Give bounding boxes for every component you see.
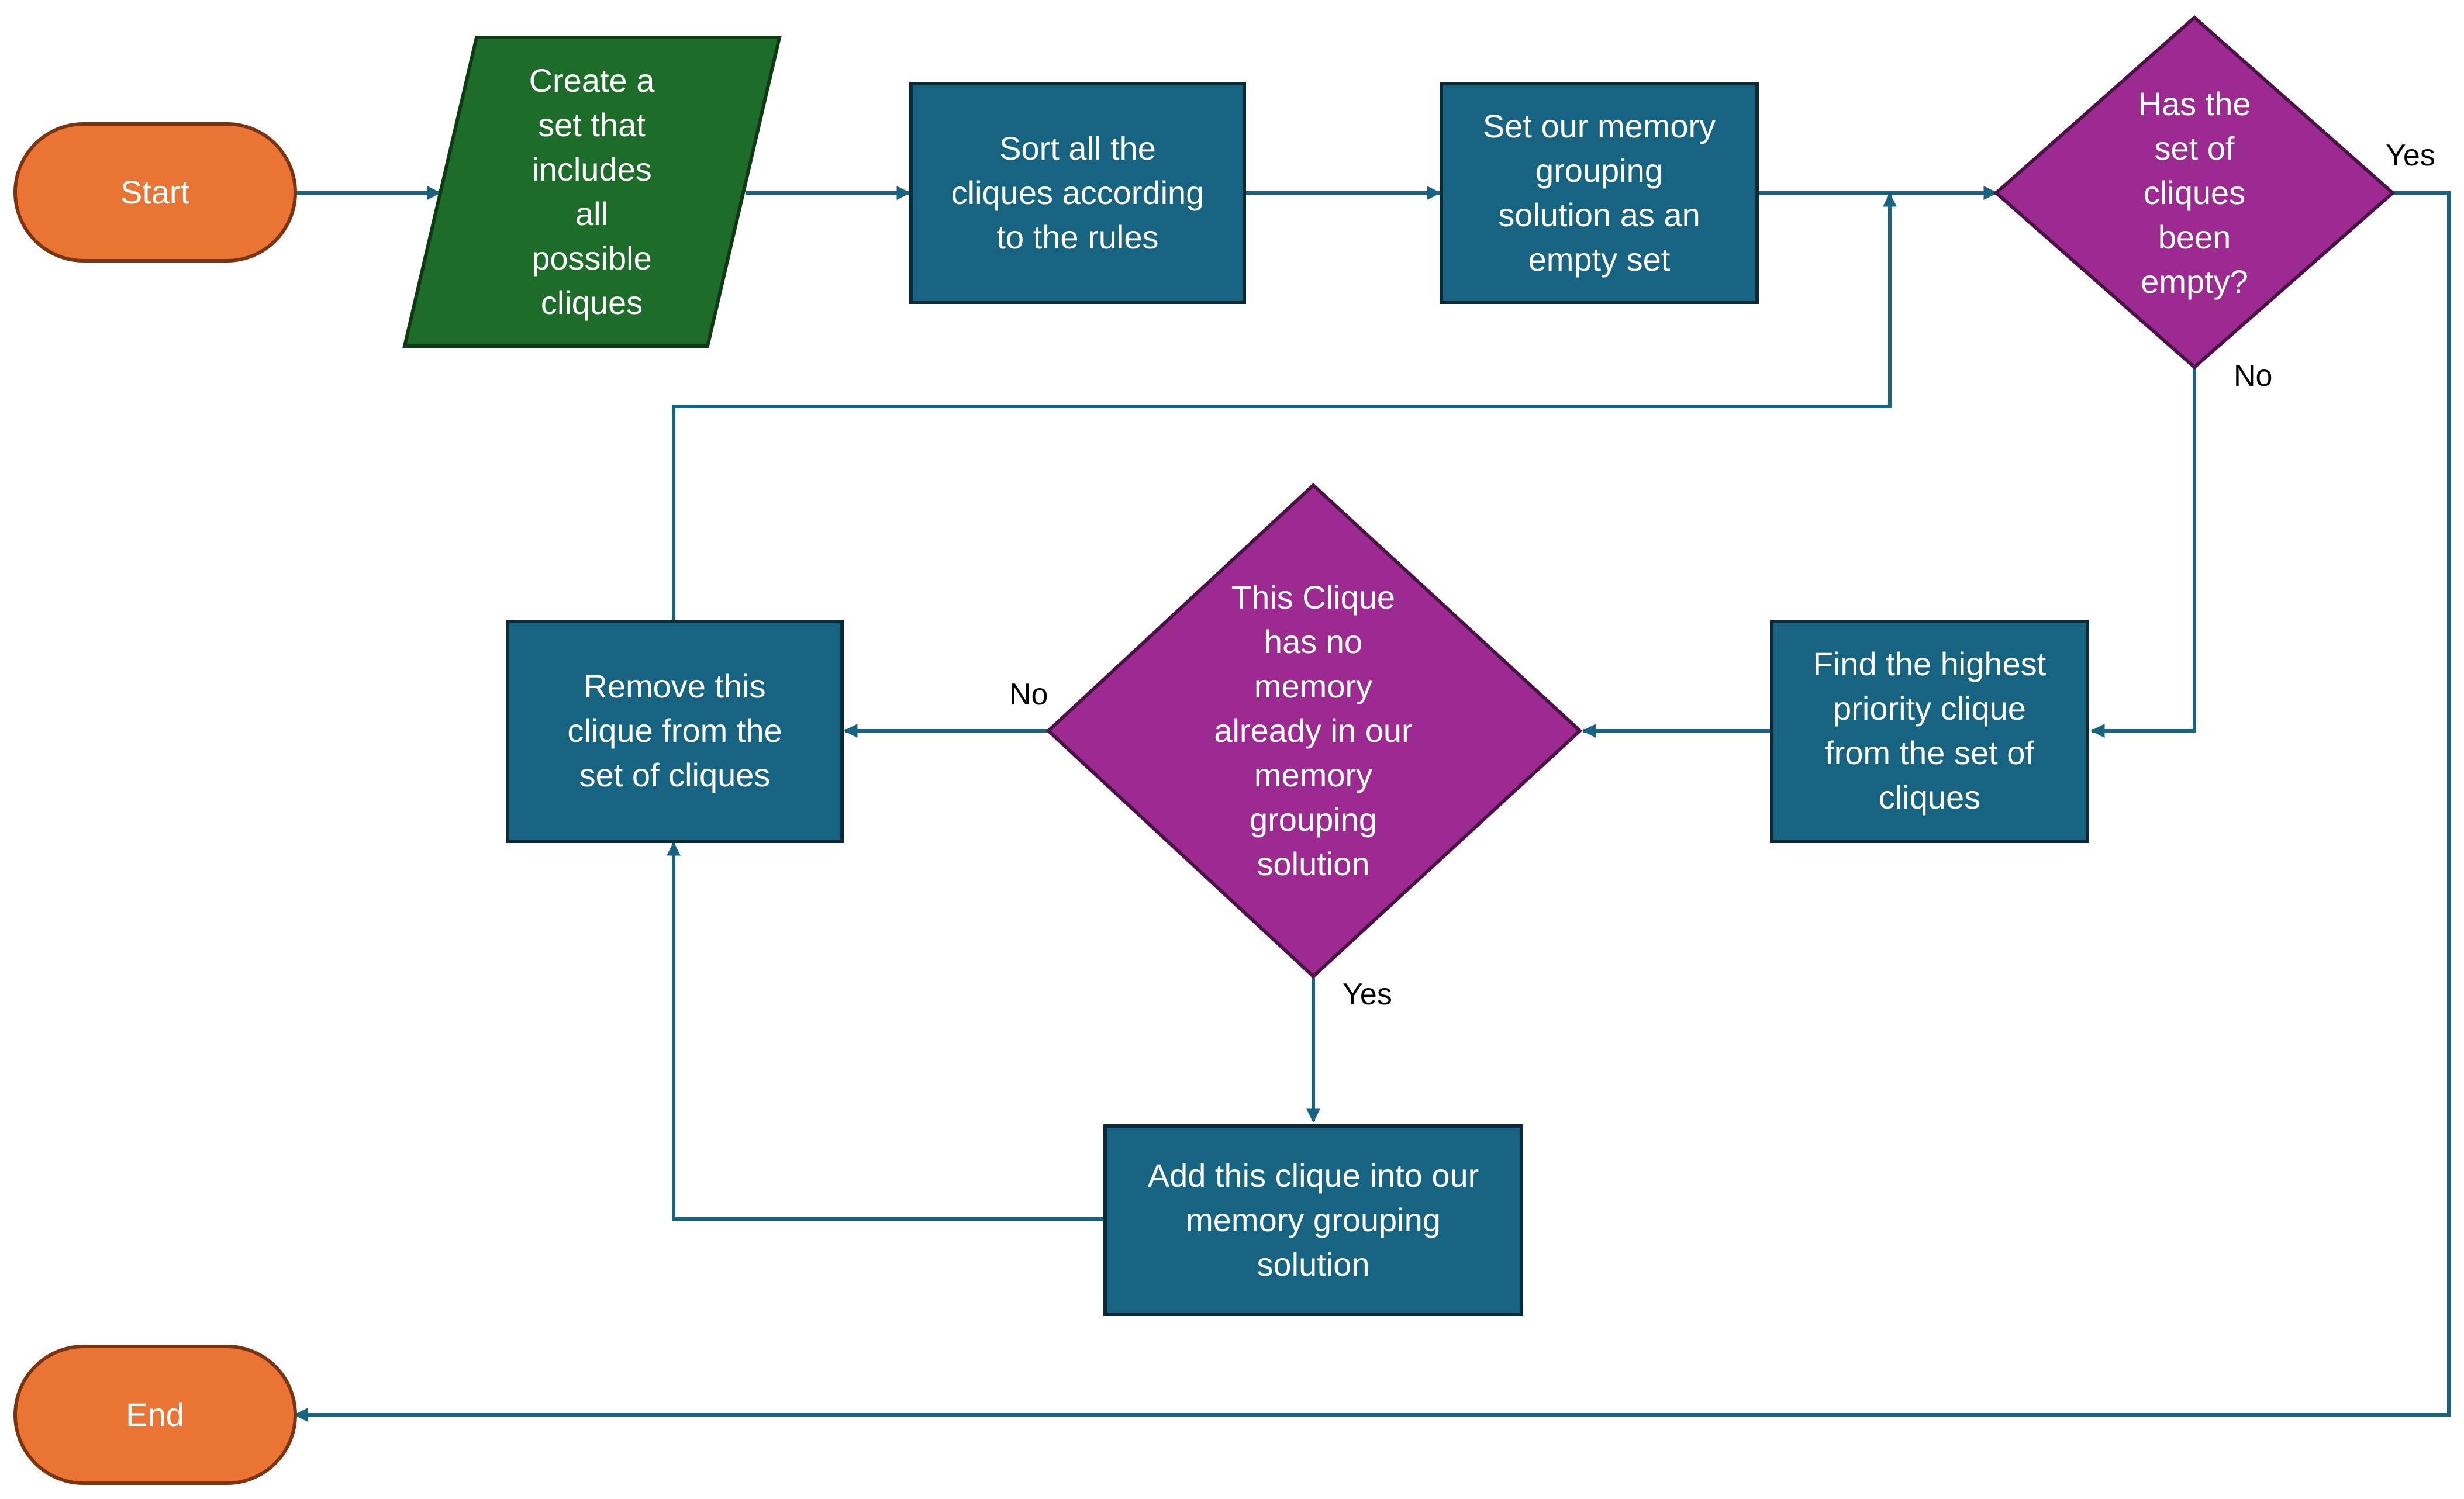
edge-check-no-to-find: [2090, 367, 2196, 738]
node-set-empty-check: Has the set of cliques been empty?: [1993, 15, 2396, 369]
sort-cliques-label-line: cliques according: [951, 174, 1205, 211]
set-empty-check-label: Has the set of cliques been empty?: [2138, 85, 2251, 300]
node-add-clique: Add this clique into our memory grouping s…: [1103, 1124, 1523, 1316]
sort-cliques-process: [909, 82, 1246, 304]
node-sort-cliques: Sort all the cliques according to the rule…: [909, 82, 1246, 304]
set-empty-check-label-line: Has the: [2138, 85, 2251, 122]
add-clique-label-line: solution: [1257, 1246, 1369, 1283]
end-terminal: [13, 1345, 297, 1485]
connectors: [294, 186, 2451, 1422]
memory-check-no-label: No: [1009, 678, 1048, 711]
remove-clique-label-line: Remove this: [584, 668, 765, 704]
find-highest-label-line: priority clique: [1833, 690, 2026, 727]
node-no-memory-check: This Clique has no memory already in our mem…: [1045, 482, 1583, 979]
start-label-line: Start: [120, 174, 190, 210]
set-empty-check-label-line: cliques: [2144, 174, 2245, 211]
set-empty-process: [1440, 82, 1759, 304]
find-highest-label-line: cliques: [1879, 779, 1980, 816]
node-remove-clique: Remove this clique from the set of cliques: [506, 620, 844, 843]
no-memory-check-label-line: already in our: [1214, 712, 1412, 749]
edge-remove-loop-to-check: [672, 192, 1897, 620]
sort-cliques-label-line: Sort all the: [999, 130, 1156, 167]
memory-check-yes-label: Yes: [1343, 978, 1392, 1011]
remove-clique-process: [506, 620, 844, 843]
create-set-label-line: possible: [532, 240, 651, 277]
set-empty-check-label-line: set of: [2155, 130, 2235, 167]
start-label: Start: [120, 174, 190, 210]
no-memory-check-label-line: has no: [1264, 623, 1362, 660]
no-memory-check-label-line: grouping: [1250, 801, 1377, 838]
create-set-label-line: cliques: [541, 284, 643, 321]
set-empty-check-label-line: been: [2158, 219, 2231, 255]
node-start: Start: [13, 122, 297, 263]
set-empty-label-line: solution as an: [1498, 196, 1700, 233]
create-set-label: Create a set that includes all possible cliqu…: [529, 62, 655, 321]
edge-add-to-remove: [667, 841, 1105, 1221]
create-set-label-line: all: [575, 195, 608, 232]
sort-cliques-label-line: to the rules: [996, 219, 1158, 255]
no-memory-check-decision: [1045, 482, 1583, 979]
empty-check-yes-label: Yes: [2386, 139, 2435, 172]
no-memory-check-label-line: solution: [1257, 845, 1369, 882]
no-memory-check-label-line: This Clique: [1231, 579, 1395, 616]
no-memory-check-label: This Clique has no memory already in our mem…: [1214, 579, 1412, 882]
add-clique-process: [1103, 1124, 1523, 1316]
create-set-input-shape: [402, 36, 782, 348]
add-clique-label-line: Add this clique into our: [1148, 1157, 1479, 1194]
set-empty-label-line: grouping: [1535, 152, 1663, 189]
node-create-set: Create a set that includes all possible cliqu…: [402, 36, 782, 348]
end-label: End: [126, 1396, 184, 1433]
create-set-label-line: includes: [532, 151, 651, 188]
find-highest-process: [1770, 620, 2089, 843]
node-find-highest: Find the highest priority clique from the …: [1770, 620, 2089, 843]
add-clique-label: Add this clique into our memory grouping s…: [1148, 1157, 1479, 1283]
set-empty-label: Set our memory grouping solution as an empt…: [1483, 108, 1716, 278]
edge-labels: Yes No No Yes: [1009, 139, 2435, 1011]
add-clique-label-line: memory grouping: [1186, 1201, 1441, 1238]
remove-clique-label-line: clique from the: [567, 712, 782, 749]
edge-check-yes-to-end: [294, 191, 2451, 1422]
set-empty-label-line: empty set: [1528, 241, 1671, 278]
find-highest-label-line: from the set of: [1825, 734, 2034, 771]
remove-clique-label: Remove this clique from the set of cliques: [567, 668, 782, 793]
node-set-empty: Set our memory grouping solution as an empt…: [1440, 82, 1759, 304]
set-empty-check-decision: [1993, 15, 2396, 369]
find-highest-label-line: Find the highest: [1813, 645, 2047, 682]
create-set-label-line: Create a: [529, 62, 655, 99]
remove-clique-label-line: set of cliques: [579, 757, 771, 793]
find-highest-label: Find the highest priority clique from the …: [1813, 645, 2047, 816]
create-set-label-line: set that: [538, 106, 646, 143]
set-empty-check-label-line: empty?: [2141, 263, 2248, 300]
no-memory-check-label-line: memory: [1254, 668, 1372, 704]
node-end: End: [13, 1345, 297, 1485]
set-empty-label-line: Set our memory: [1483, 108, 1716, 144]
no-memory-check-label-line: memory: [1254, 757, 1372, 793]
empty-check-no-label: No: [2234, 359, 2272, 393]
sort-cliques-label: Sort all the cliques according to the rule…: [951, 130, 1205, 255]
end-label-line: End: [126, 1396, 184, 1433]
start-terminal: [13, 122, 297, 263]
